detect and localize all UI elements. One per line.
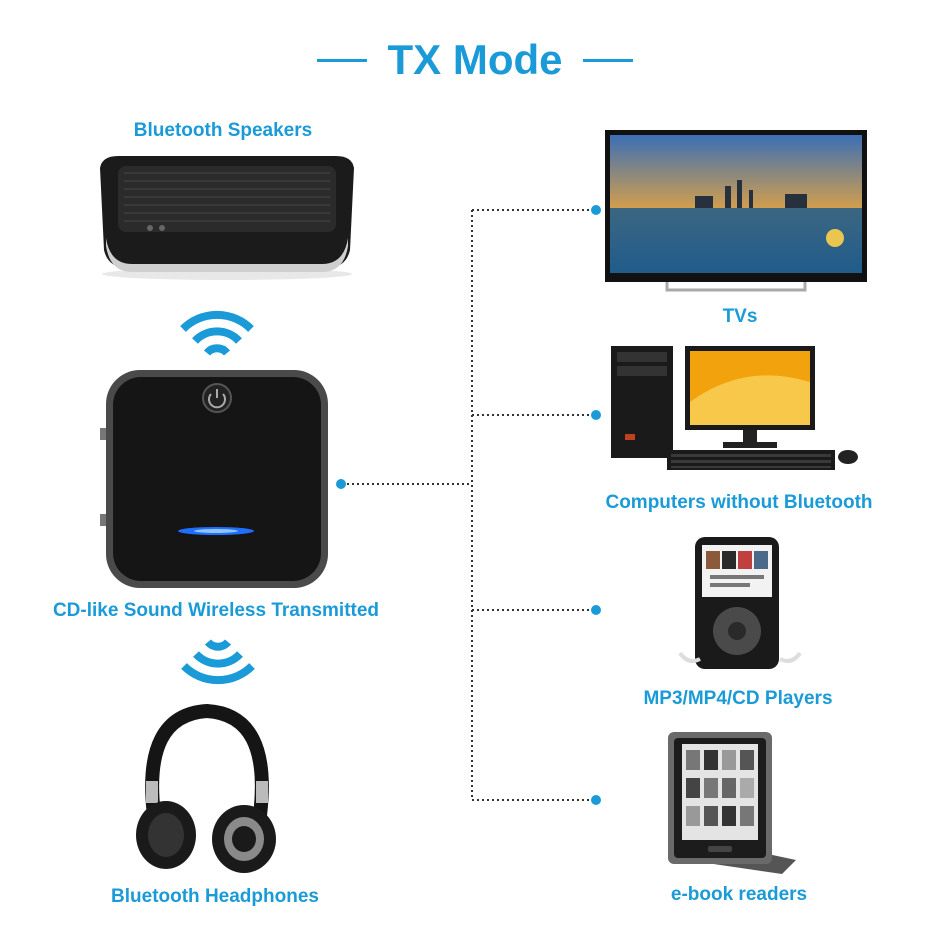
connector-dot-computer [591,410,601,420]
tv-icon [605,130,867,292]
bluetooth-speaker-icon [100,156,354,280]
computers-label: Computers without Bluetooth [605,492,873,513]
tvs-label: TVs [722,306,758,327]
title-right-rule [582,58,633,62]
transmitter-device-icon [100,370,328,588]
headphones-label: Bluetooth Headphones [111,886,319,907]
connector-dot-player [591,605,601,615]
speakers-label: Bluetooth Speakers [133,120,313,141]
title-row: TX Mode [0,36,950,88]
title-left-rule [317,58,368,62]
transmitter-label: CD-like Sound Wireless Transmitted [52,600,380,621]
wireless-signal-up-icon [180,310,254,356]
wireless-signal-down-icon [181,639,255,685]
connector-dot-tv [591,205,601,215]
ereaders-label: e-book readers [670,884,808,905]
connector-dot-ereader [591,795,601,805]
headphones-icon [136,703,276,873]
mp3-player-icon [678,537,802,669]
e-reader-icon [668,732,796,874]
desktop-computer-icon [611,346,858,470]
page-title: TX Mode [387,36,563,83]
connector-dot-transmitter [336,479,346,489]
players-label: MP3/MP4/CD Players [643,688,833,709]
